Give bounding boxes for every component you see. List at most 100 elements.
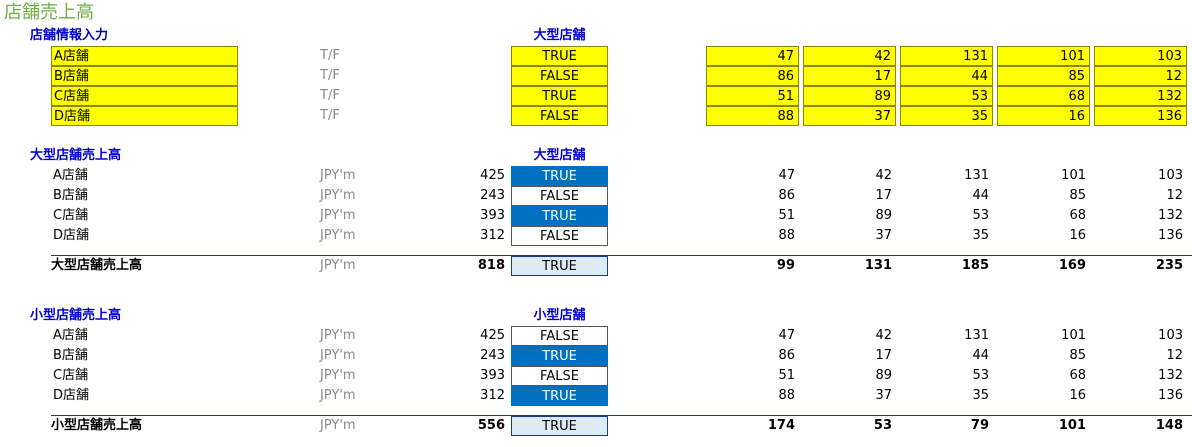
summary-value-cell[interactable]: 235 — [1155, 258, 1183, 273]
value-cell[interactable]: 47 — [706, 46, 799, 66]
value-cell[interactable]: 89 — [803, 86, 896, 106]
value-cell[interactable]: 136 — [1158, 388, 1183, 403]
value-cell[interactable]: 44 — [972, 348, 989, 363]
value-cell[interactable]: 136 — [1094, 106, 1187, 126]
value-cell[interactable]: 103 — [1158, 168, 1183, 183]
unit-cell[interactable]: T/F — [320, 68, 340, 83]
flag-cell[interactable]: FALSE — [511, 66, 608, 86]
store-name-cell[interactable]: B店舗 — [53, 188, 88, 203]
summary-flag-cell[interactable]: TRUE — [511, 416, 608, 436]
value-cell[interactable]: 86 — [706, 66, 799, 86]
summary-flag-cell[interactable]: TRUE — [511, 256, 608, 276]
value-cell[interactable]: 88 — [778, 388, 795, 403]
store-name-cell[interactable]: D店舗 — [51, 106, 238, 126]
value-cell[interactable]: 37 — [875, 228, 892, 243]
value-cell[interactable]: 35 — [972, 388, 989, 403]
flag-cell[interactable]: TRUE — [511, 206, 608, 226]
value-cell[interactable]: 35 — [900, 106, 993, 126]
value-cell[interactable]: 12 — [1094, 66, 1187, 86]
unit-cell[interactable]: JPY'm — [320, 168, 356, 183]
value-cell[interactable]: 37 — [875, 388, 892, 403]
total-value-cell[interactable]: 312 — [480, 388, 505, 403]
value-cell[interactable]: 89 — [875, 208, 892, 223]
value-cell[interactable]: 12 — [1166, 348, 1183, 363]
summary-value-cell[interactable]: 131 — [864, 258, 892, 273]
value-cell[interactable]: 101 — [1061, 328, 1086, 343]
value-cell[interactable]: 53 — [972, 208, 989, 223]
value-cell[interactable]: 68 — [1069, 208, 1086, 223]
store-name-cell[interactable]: B店舗 — [53, 348, 88, 363]
value-cell[interactable]: 37 — [803, 106, 896, 126]
summary-total-cell[interactable]: 556 — [477, 418, 505, 433]
value-cell[interactable]: 47 — [778, 328, 795, 343]
unit-cell[interactable]: JPY'm — [320, 368, 356, 383]
unit-cell[interactable]: JPY'm — [320, 328, 356, 343]
value-cell[interactable]: 103 — [1094, 46, 1187, 66]
value-cell[interactable]: 35 — [972, 228, 989, 243]
value-cell[interactable]: 68 — [1069, 368, 1086, 383]
unit-cell[interactable]: JPY'm — [320, 418, 356, 433]
total-value-cell[interactable]: 243 — [480, 188, 505, 203]
summary-value-cell[interactable]: 53 — [873, 418, 892, 433]
summary-value-cell[interactable]: 99 — [776, 258, 795, 273]
value-cell[interactable]: 16 — [1069, 228, 1086, 243]
value-cell[interactable]: 42 — [803, 46, 896, 66]
summary-value-cell[interactable]: 148 — [1155, 418, 1183, 433]
value-cell[interactable]: 51 — [778, 208, 795, 223]
value-cell[interactable]: 85 — [1069, 188, 1086, 203]
unit-cell[interactable]: JPY'm — [320, 188, 356, 203]
value-cell[interactable]: 132 — [1094, 86, 1187, 106]
value-cell[interactable]: 131 — [964, 168, 989, 183]
value-cell[interactable]: 86 — [778, 348, 795, 363]
total-value-cell[interactable]: 312 — [480, 228, 505, 243]
summary-label-cell[interactable]: 小型店舗売上高 — [51, 418, 143, 433]
value-cell[interactable]: 17 — [875, 348, 892, 363]
value-cell[interactable]: 17 — [875, 188, 892, 203]
store-name-cell[interactable]: C店舗 — [51, 86, 238, 106]
value-cell[interactable]: 101 — [997, 46, 1090, 66]
flag-cell[interactable]: TRUE — [511, 346, 608, 366]
value-cell[interactable]: 131 — [964, 328, 989, 343]
summary-value-cell[interactable]: 169 — [1058, 258, 1086, 273]
value-cell[interactable]: 136 — [1158, 228, 1183, 243]
value-cell[interactable]: 12 — [1166, 188, 1183, 203]
value-cell[interactable]: 68 — [997, 86, 1090, 106]
total-value-cell[interactable]: 393 — [480, 368, 505, 383]
value-cell[interactable]: 132 — [1158, 368, 1183, 383]
unit-cell[interactable]: T/F — [320, 48, 340, 63]
store-name-cell[interactable]: A店舗 — [51, 46, 238, 66]
summary-value-cell[interactable]: 174 — [767, 418, 795, 433]
value-cell[interactable]: 89 — [875, 368, 892, 383]
value-cell[interactable]: 103 — [1158, 328, 1183, 343]
total-value-cell[interactable]: 425 — [480, 328, 505, 343]
value-cell[interactable]: 88 — [778, 228, 795, 243]
value-cell[interactable]: 101 — [1061, 168, 1086, 183]
unit-cell[interactable]: T/F — [320, 108, 340, 123]
value-cell[interactable]: 85 — [997, 66, 1090, 86]
unit-cell[interactable]: JPY'm — [320, 208, 356, 223]
value-cell[interactable]: 88 — [706, 106, 799, 126]
value-cell[interactable]: 16 — [997, 106, 1090, 126]
value-cell[interactable]: 131 — [900, 46, 993, 66]
value-cell[interactable]: 47 — [778, 168, 795, 183]
summary-total-cell[interactable]: 818 — [477, 258, 505, 273]
flag-cell[interactable]: FALSE — [511, 226, 608, 246]
flag-cell[interactable]: TRUE — [511, 86, 608, 106]
value-cell[interactable]: 44 — [972, 188, 989, 203]
value-cell[interactable]: 42 — [875, 168, 892, 183]
summary-value-cell[interactable]: 79 — [970, 418, 989, 433]
value-cell[interactable]: 85 — [1069, 348, 1086, 363]
store-name-cell[interactable]: A店舗 — [53, 328, 88, 343]
unit-cell[interactable]: JPY'm — [320, 348, 356, 363]
flag-cell[interactable]: FALSE — [511, 366, 608, 386]
value-cell[interactable]: 17 — [803, 66, 896, 86]
unit-cell[interactable]: JPY'm — [320, 228, 356, 243]
flag-cell[interactable]: FALSE — [511, 186, 608, 206]
value-cell[interactable]: 42 — [875, 328, 892, 343]
flag-cell[interactable]: FALSE — [511, 326, 608, 346]
summary-label-cell[interactable]: 大型店舗売上高 — [51, 258, 143, 273]
store-name-cell[interactable]: D店舗 — [53, 228, 90, 243]
total-value-cell[interactable]: 393 — [480, 208, 505, 223]
flag-cell[interactable]: FALSE — [511, 106, 608, 126]
value-cell[interactable]: 51 — [778, 368, 795, 383]
